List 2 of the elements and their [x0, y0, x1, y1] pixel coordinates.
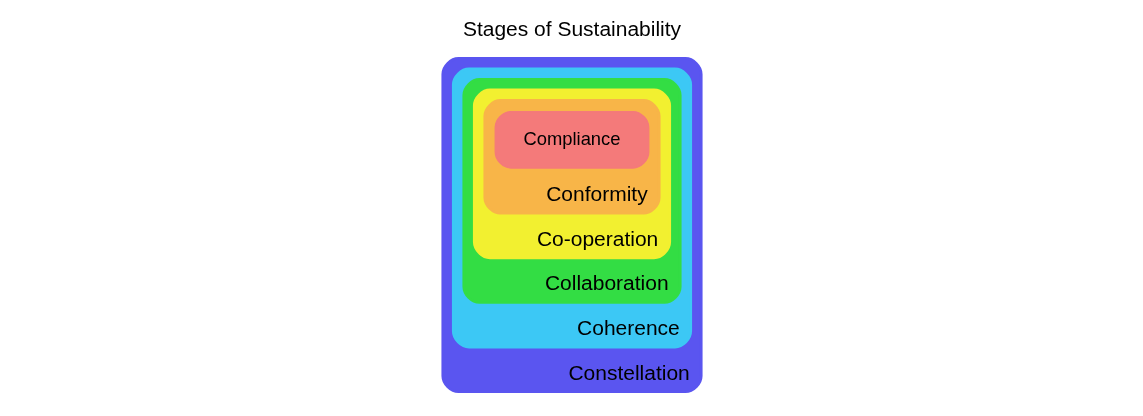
diagram-title: Stages of Sustainability [462, 16, 681, 40]
node-box: Compliance [494, 110, 649, 169]
